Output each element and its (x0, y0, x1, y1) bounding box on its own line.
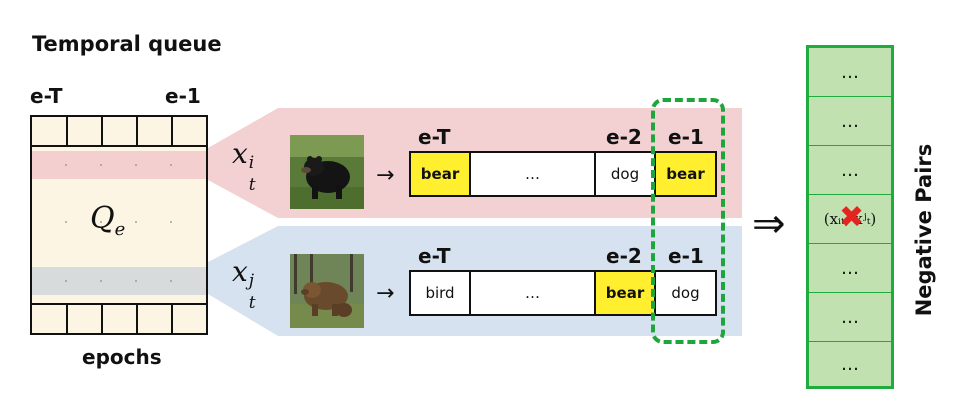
last-epoch-highlight (651, 98, 725, 344)
sample-j-arrow: → (376, 281, 395, 306)
queue-left-label: e-T (30, 84, 63, 108)
brown-bear-image (290, 254, 364, 328)
black-bear-image (290, 135, 364, 209)
negative-pair-ellipsis: … (841, 353, 859, 375)
negative-pair-ellipsis: … (841, 110, 859, 132)
temporal-queue: Qe (30, 115, 208, 335)
negative-pair-crossed: (xᵢₜ, xʲₜ) (823, 210, 877, 228)
queue-gray-row (32, 267, 206, 295)
sample-i-arrow: → (376, 163, 395, 188)
sample-i-cell: bear (654, 151, 717, 197)
sample-j-header-left: e-T (418, 244, 451, 268)
sample-j-cell: bird (409, 270, 471, 316)
queue-pink-row (32, 151, 206, 179)
queue-divider (101, 117, 103, 145)
cross-icon: ✖ (839, 200, 865, 235)
queue-symbol: Qe (90, 201, 126, 240)
queue-divider (136, 305, 138, 333)
sample-j-cell: … (469, 270, 596, 316)
negative-pair-ellipsis: … (841, 61, 859, 83)
sample-i-header-mid: e-2 (606, 125, 642, 149)
queue-divider (101, 305, 103, 333)
negative-pairs-list: … … … (xᵢₜ, xʲₜ) ✖ … … … (806, 45, 894, 389)
queue-top-row (32, 117, 206, 147)
negative-pairs-label: Negative Pairs (912, 143, 936, 317)
queue-divider (171, 305, 173, 333)
negative-pair-ellipsis: … (841, 306, 859, 328)
queue-title: Temporal queue (32, 32, 222, 56)
sample-i-cell: dog (594, 151, 656, 197)
sample-j-cell: bear (594, 270, 656, 316)
sample-i-cell: bear (409, 151, 471, 197)
queue-divider (66, 305, 68, 333)
implies-arrow: ⇒ (752, 201, 786, 247)
queue-divider (136, 117, 138, 145)
negative-pair-ellipsis: … (841, 159, 859, 181)
queue-divider (66, 117, 68, 145)
queue-bottom-label: epochs (82, 345, 162, 369)
sample-j-cell: dog (654, 270, 717, 316)
sample-j-header-right: e-1 (668, 244, 704, 268)
queue-bottom-row (32, 303, 206, 333)
negative-pair-ellipsis: … (841, 257, 859, 279)
sample-j-header-mid: e-2 (606, 244, 642, 268)
queue-dots (65, 164, 172, 282)
sample-i-header-right: e-1 (668, 125, 704, 149)
sample-i-cell: … (469, 151, 596, 197)
queue-divider (171, 117, 173, 145)
sample-i-header-left: e-T (418, 125, 451, 149)
queue-right-label: e-1 (165, 84, 201, 108)
